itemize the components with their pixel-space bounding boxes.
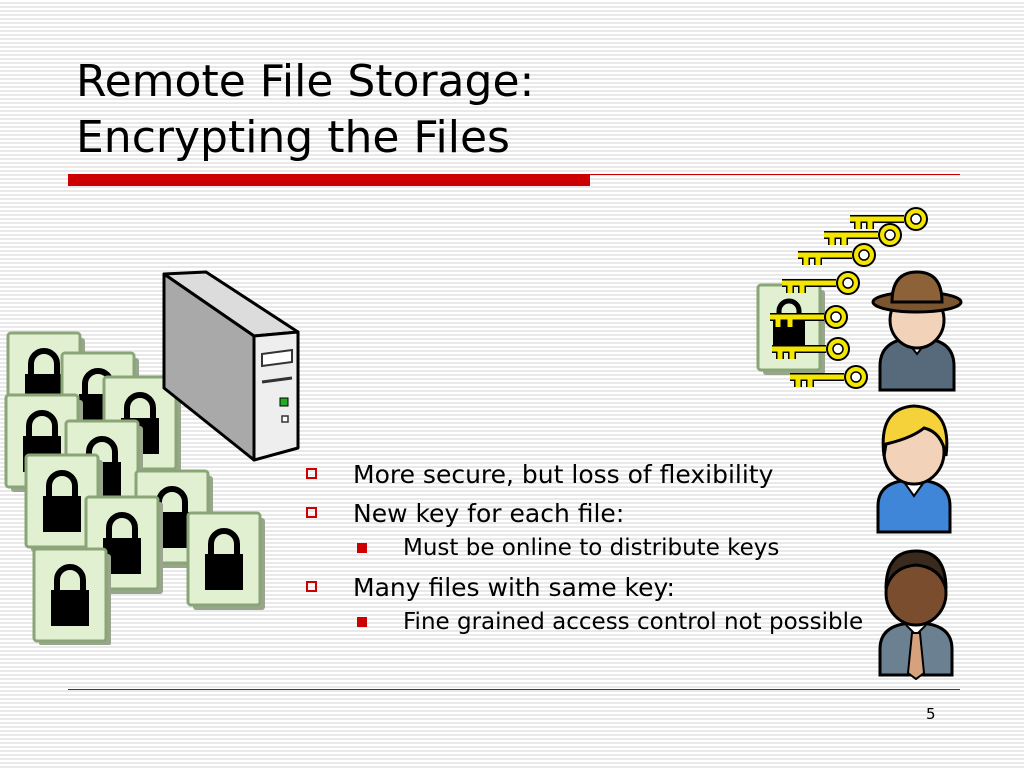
bullet-text: More secure, but loss of flexibility (353, 460, 774, 489)
person-hat-icon (871, 270, 963, 392)
person-tie-icon (878, 549, 954, 680)
key-bundle-group (756, 205, 937, 400)
bullet-item: Many files with same key: (300, 568, 880, 607)
locked-file-icon (188, 513, 265, 610)
bullet-item: More secure, but loss of flexibility (300, 455, 880, 494)
bullet-list: More secure, but loss of flexibility New… (300, 455, 880, 637)
person-blond-icon (876, 404, 952, 534)
golden-key-icon (824, 224, 901, 246)
locked-file-icon (34, 549, 111, 645)
server-tower-icon (162, 270, 300, 462)
filled-square-bullet-icon (357, 617, 367, 627)
bullet-item: New key for each file: (300, 494, 880, 533)
hollow-square-bullet-icon (306, 581, 317, 592)
title-line-1: Remote File Storage: (76, 56, 535, 107)
sub-bullet-text: Fine grained access control not possible (403, 609, 864, 635)
hollow-square-bullet-icon (306, 468, 317, 479)
sub-bullet-item: Must be online to distribute keys (300, 533, 880, 563)
golden-key-icon (798, 244, 875, 266)
sub-bullet-text: Must be online to distribute keys (403, 535, 780, 561)
footer-divider (68, 689, 960, 690)
page-number: 5 (926, 705, 936, 723)
title-underline-thin (590, 174, 960, 175)
hollow-square-bullet-icon (306, 507, 317, 518)
locked-file-icon (756, 283, 825, 375)
bullet-text: Many files with same key: (353, 573, 675, 602)
bullet-text: New key for each file: (353, 499, 625, 528)
title-underline-thick (68, 174, 590, 186)
sub-bullet-item: Fine grained access control not possible (300, 607, 880, 637)
slide-title: Remote File Storage: Encrypting the File… (76, 54, 534, 166)
filled-square-bullet-icon (357, 543, 367, 553)
title-line-2: Encrypting the Files (76, 112, 510, 163)
